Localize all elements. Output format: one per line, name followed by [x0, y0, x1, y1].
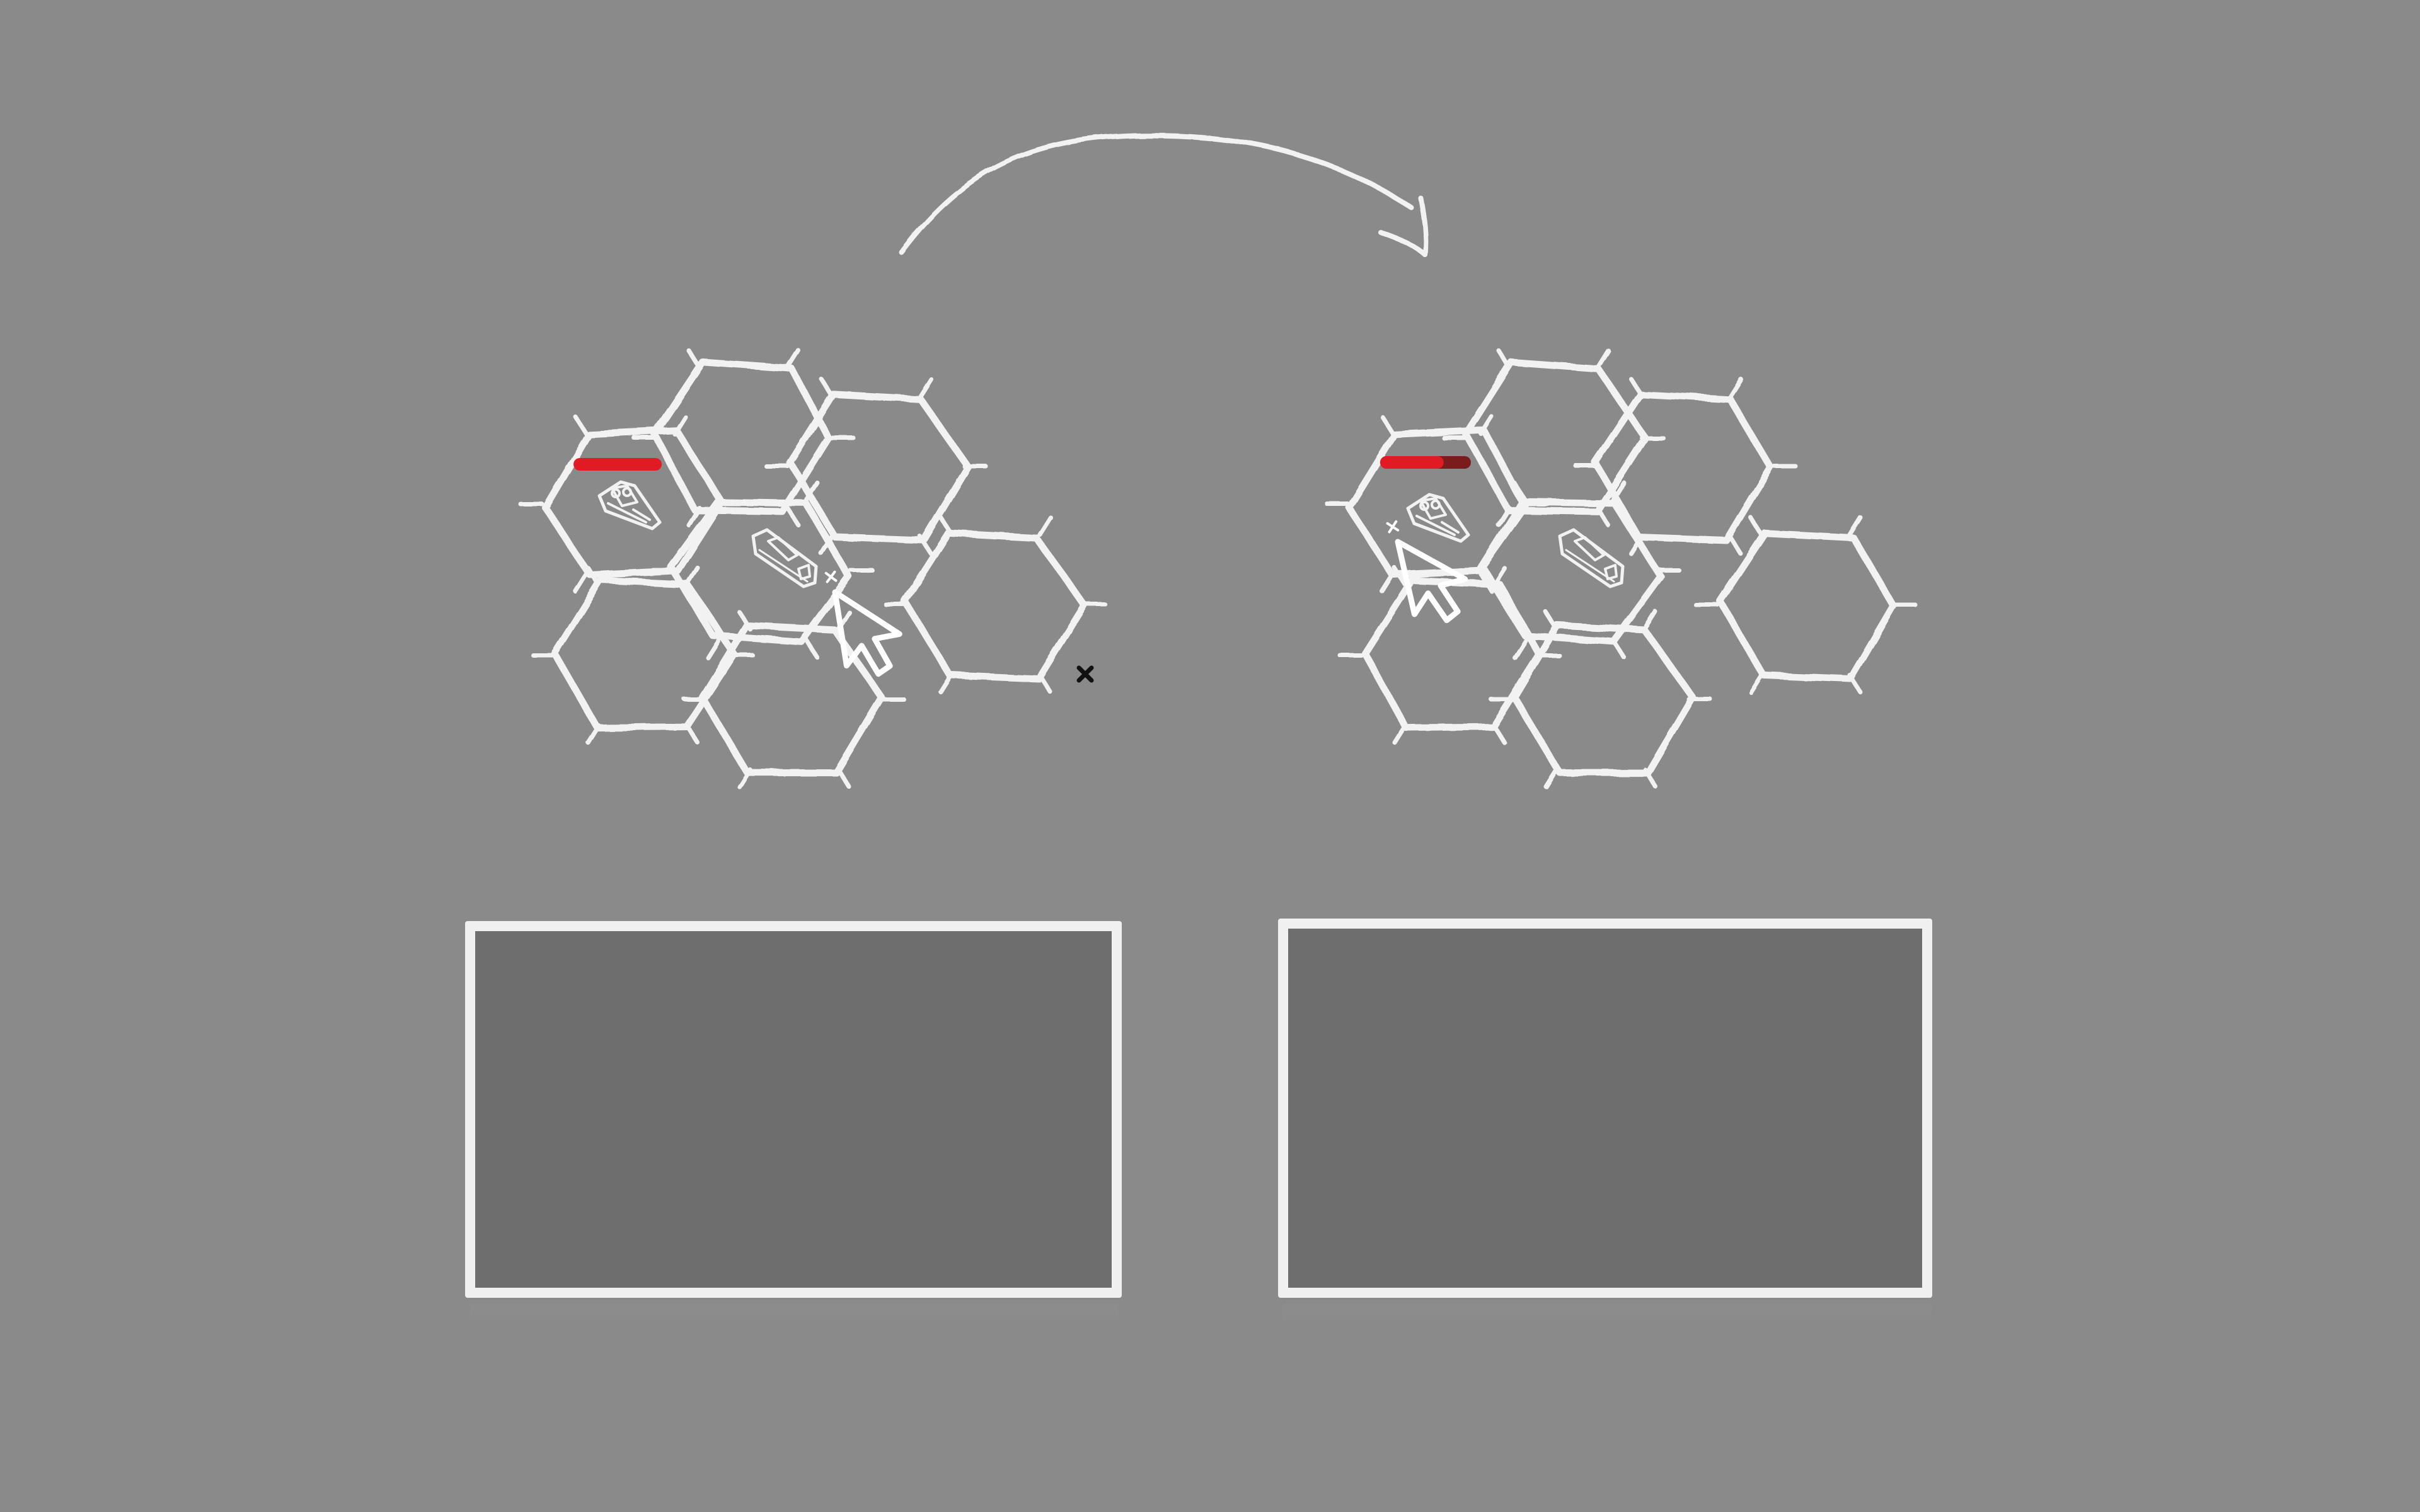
curved-arrow-icon	[899, 132, 1429, 258]
hex-tile[interactable]	[1511, 622, 1697, 776]
hex-edge-stub	[1380, 414, 1395, 436]
hex-edge-stub	[819, 376, 834, 398]
hex-edge-stub	[918, 376, 933, 398]
hex-edge-stub	[785, 348, 801, 370]
hex-edge-stub	[1727, 376, 1743, 398]
hex-edge-stub	[1512, 638, 1528, 660]
hex-edge-stub	[585, 723, 601, 745]
hex-edge-stub	[1628, 376, 1644, 398]
hex-tile[interactable]	[1717, 529, 1897, 682]
hex-edge-stub	[804, 480, 820, 502]
hex-edge-stub	[1037, 673, 1053, 695]
attacker-health-bar	[1380, 456, 1471, 469]
hex-edge-stub	[573, 572, 589, 594]
hex-edge-stub	[785, 506, 801, 528]
hex-edge-stub	[1543, 609, 1559, 631]
hex-edge-stub	[1611, 480, 1627, 502]
hex-edge-stub	[1037, 515, 1053, 537]
right-panel-shadow	[1282, 1304, 1932, 1326]
hex-edge-stub	[1748, 515, 1764, 537]
gunboat-icon[interactable]	[1560, 530, 1623, 587]
gunboat-icon[interactable]	[753, 530, 816, 587]
hex-tile[interactable]	[698, 622, 885, 776]
hex-edge-stub	[737, 767, 752, 789]
pointer-cursor-icon	[826, 564, 905, 680]
hex-edge-stub	[686, 348, 702, 370]
left-panel-shadow	[470, 1304, 1119, 1326]
hex-tile[interactable]	[1345, 427, 1526, 578]
hex-edge-stub	[684, 723, 700, 745]
left-info-panel	[465, 921, 1122, 1298]
hex-edge-stub	[1491, 565, 1507, 587]
hex-edge-stub	[836, 767, 851, 789]
hex-edge-stub	[1496, 348, 1512, 370]
hex-tile[interactable]	[1591, 391, 1774, 544]
right-hex-board-units	[1380, 456, 1623, 628]
hex-edge-stub	[1642, 767, 1658, 789]
hex-edge-stub	[585, 565, 601, 587]
hex-edge-stub	[1392, 723, 1408, 745]
hex-edge-stub	[1512, 480, 1528, 502]
hex-edge-stub	[1847, 515, 1863, 537]
hex-edge-stub	[1478, 414, 1494, 436]
hex-tile[interactable]	[901, 529, 1088, 682]
right-info-panel	[1278, 919, 1932, 1298]
right-hex-board	[1325, 348, 1918, 789]
hex-edge-stub	[686, 506, 702, 528]
hex-edge-stub	[1496, 506, 1512, 528]
battleship-icon[interactable]	[1408, 495, 1468, 541]
hex-edge-stub	[1727, 534, 1743, 556]
hex-edge-stub	[672, 414, 688, 436]
stray-mark-icon	[1076, 665, 1094, 683]
hex-edge-stub	[1543, 767, 1559, 789]
hex-edge-stub	[1595, 348, 1611, 370]
hex-edge-stub	[737, 609, 752, 631]
battleship-icon[interactable]	[599, 482, 660, 529]
hex-edge-stub	[1380, 572, 1395, 594]
hex-edge-stub	[1847, 673, 1863, 695]
health-bar-remaining	[1380, 456, 1444, 469]
hex-tile[interactable]	[651, 358, 832, 515]
hex-edge-stub	[918, 534, 933, 556]
hex-edge-stub	[1611, 638, 1627, 660]
hex-edge-stub	[938, 673, 954, 695]
hex-edge-stub	[804, 638, 820, 660]
hex-edge-stub	[1491, 723, 1507, 745]
attacker-health-bar	[573, 458, 662, 471]
hex-edge-stub	[1642, 609, 1658, 631]
hex-edge-stub	[938, 515, 954, 537]
hex-edge-stub	[684, 565, 700, 587]
left-hex-board-units	[573, 458, 904, 679]
hex-edge-stub	[1392, 565, 1408, 587]
hex-edge-stub	[1595, 506, 1611, 528]
hex-edge-stub	[705, 638, 721, 660]
hex-edge-stub	[705, 480, 721, 502]
hex-edge-stub	[1748, 673, 1764, 695]
hex-edge-stub	[573, 414, 589, 436]
left-hex-board	[518, 348, 1108, 789]
hex-tile[interactable]	[667, 498, 853, 645]
